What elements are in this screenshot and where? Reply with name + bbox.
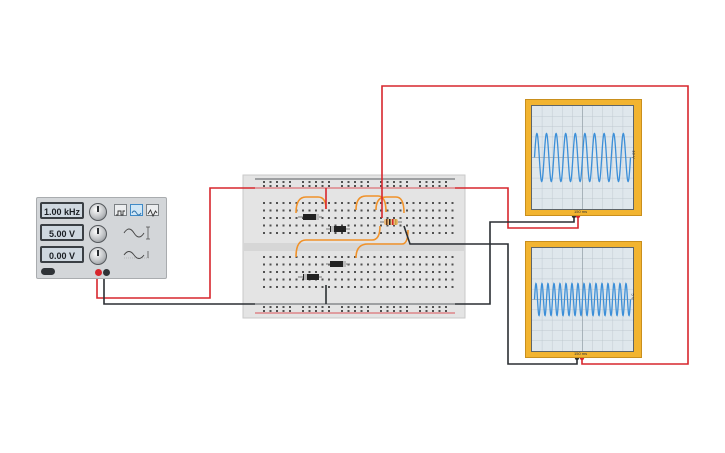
time-base-label: 150 ms	[574, 209, 588, 214]
wire-fg-negative[interactable]	[103, 272, 255, 305]
wire-rail-to-scope1-neg[interactable]	[455, 216, 575, 305]
waveform-trace	[533, 282, 632, 317]
dc-offset-display[interactable]: 0.00 V	[40, 246, 84, 263]
diode-3[interactable]	[326, 261, 350, 267]
diode-1[interactable]	[298, 214, 322, 220]
breadboard[interactable]	[242, 174, 466, 319]
time-base-label: 150 ms	[574, 351, 588, 356]
oscilloscope-grid	[532, 106, 633, 209]
amplitude-display[interactable]: 5.00 V	[40, 224, 84, 241]
diode-4[interactable]	[298, 274, 322, 280]
dc-offset-knob[interactable]	[89, 247, 107, 265]
wire-fg-positive[interactable]	[96, 187, 255, 299]
negative-terminal[interactable]	[103, 269, 110, 276]
offset-wave-icon	[123, 251, 149, 259]
oscilloscope-grid	[532, 248, 633, 351]
volts-per-div-label: 5 V	[630, 293, 636, 300]
square-wave-icon	[116, 210, 125, 216]
positive-terminal[interactable]	[95, 269, 102, 276]
power-switch[interactable]	[41, 268, 55, 275]
oscilloscope-bottom[interactable]: 150 ms 5 V	[525, 241, 642, 358]
sine-wave-button[interactable]	[130, 204, 143, 216]
sine-wave-icon	[131, 210, 142, 216]
triangle-wave-icon	[147, 209, 158, 218]
wire-resistor-to-scope2-pos[interactable]	[381, 85, 689, 365]
amplitude-knob[interactable]	[89, 225, 107, 243]
wire-resistor-to-scope2-neg[interactable]	[403, 225, 578, 365]
wire-rail-to-scope1-pos[interactable]	[455, 187, 579, 229]
amplitude-wave-icon	[123, 226, 150, 240]
waveform-trace	[533, 132, 632, 183]
triangle-wave-button[interactable]	[146, 204, 159, 218]
square-wave-button[interactable]	[114, 204, 127, 216]
oscilloscope-screen	[531, 105, 634, 210]
frequency-knob[interactable]	[89, 203, 107, 221]
function-generator[interactable]: 1.00 kHz 5.00 V 0.00 V	[36, 197, 167, 279]
frequency-display[interactable]: 1.00 kHz	[40, 202, 84, 219]
breadboard-holes[interactable]	[263, 181, 454, 312]
resistor[interactable]	[380, 219, 402, 225]
volts-per-div-label: 10 V	[631, 150, 637, 159]
oscilloscope-screen	[531, 247, 634, 352]
diode-2[interactable]	[326, 226, 350, 232]
oscilloscope-top[interactable]: 150 ms 10 V	[525, 99, 642, 216]
